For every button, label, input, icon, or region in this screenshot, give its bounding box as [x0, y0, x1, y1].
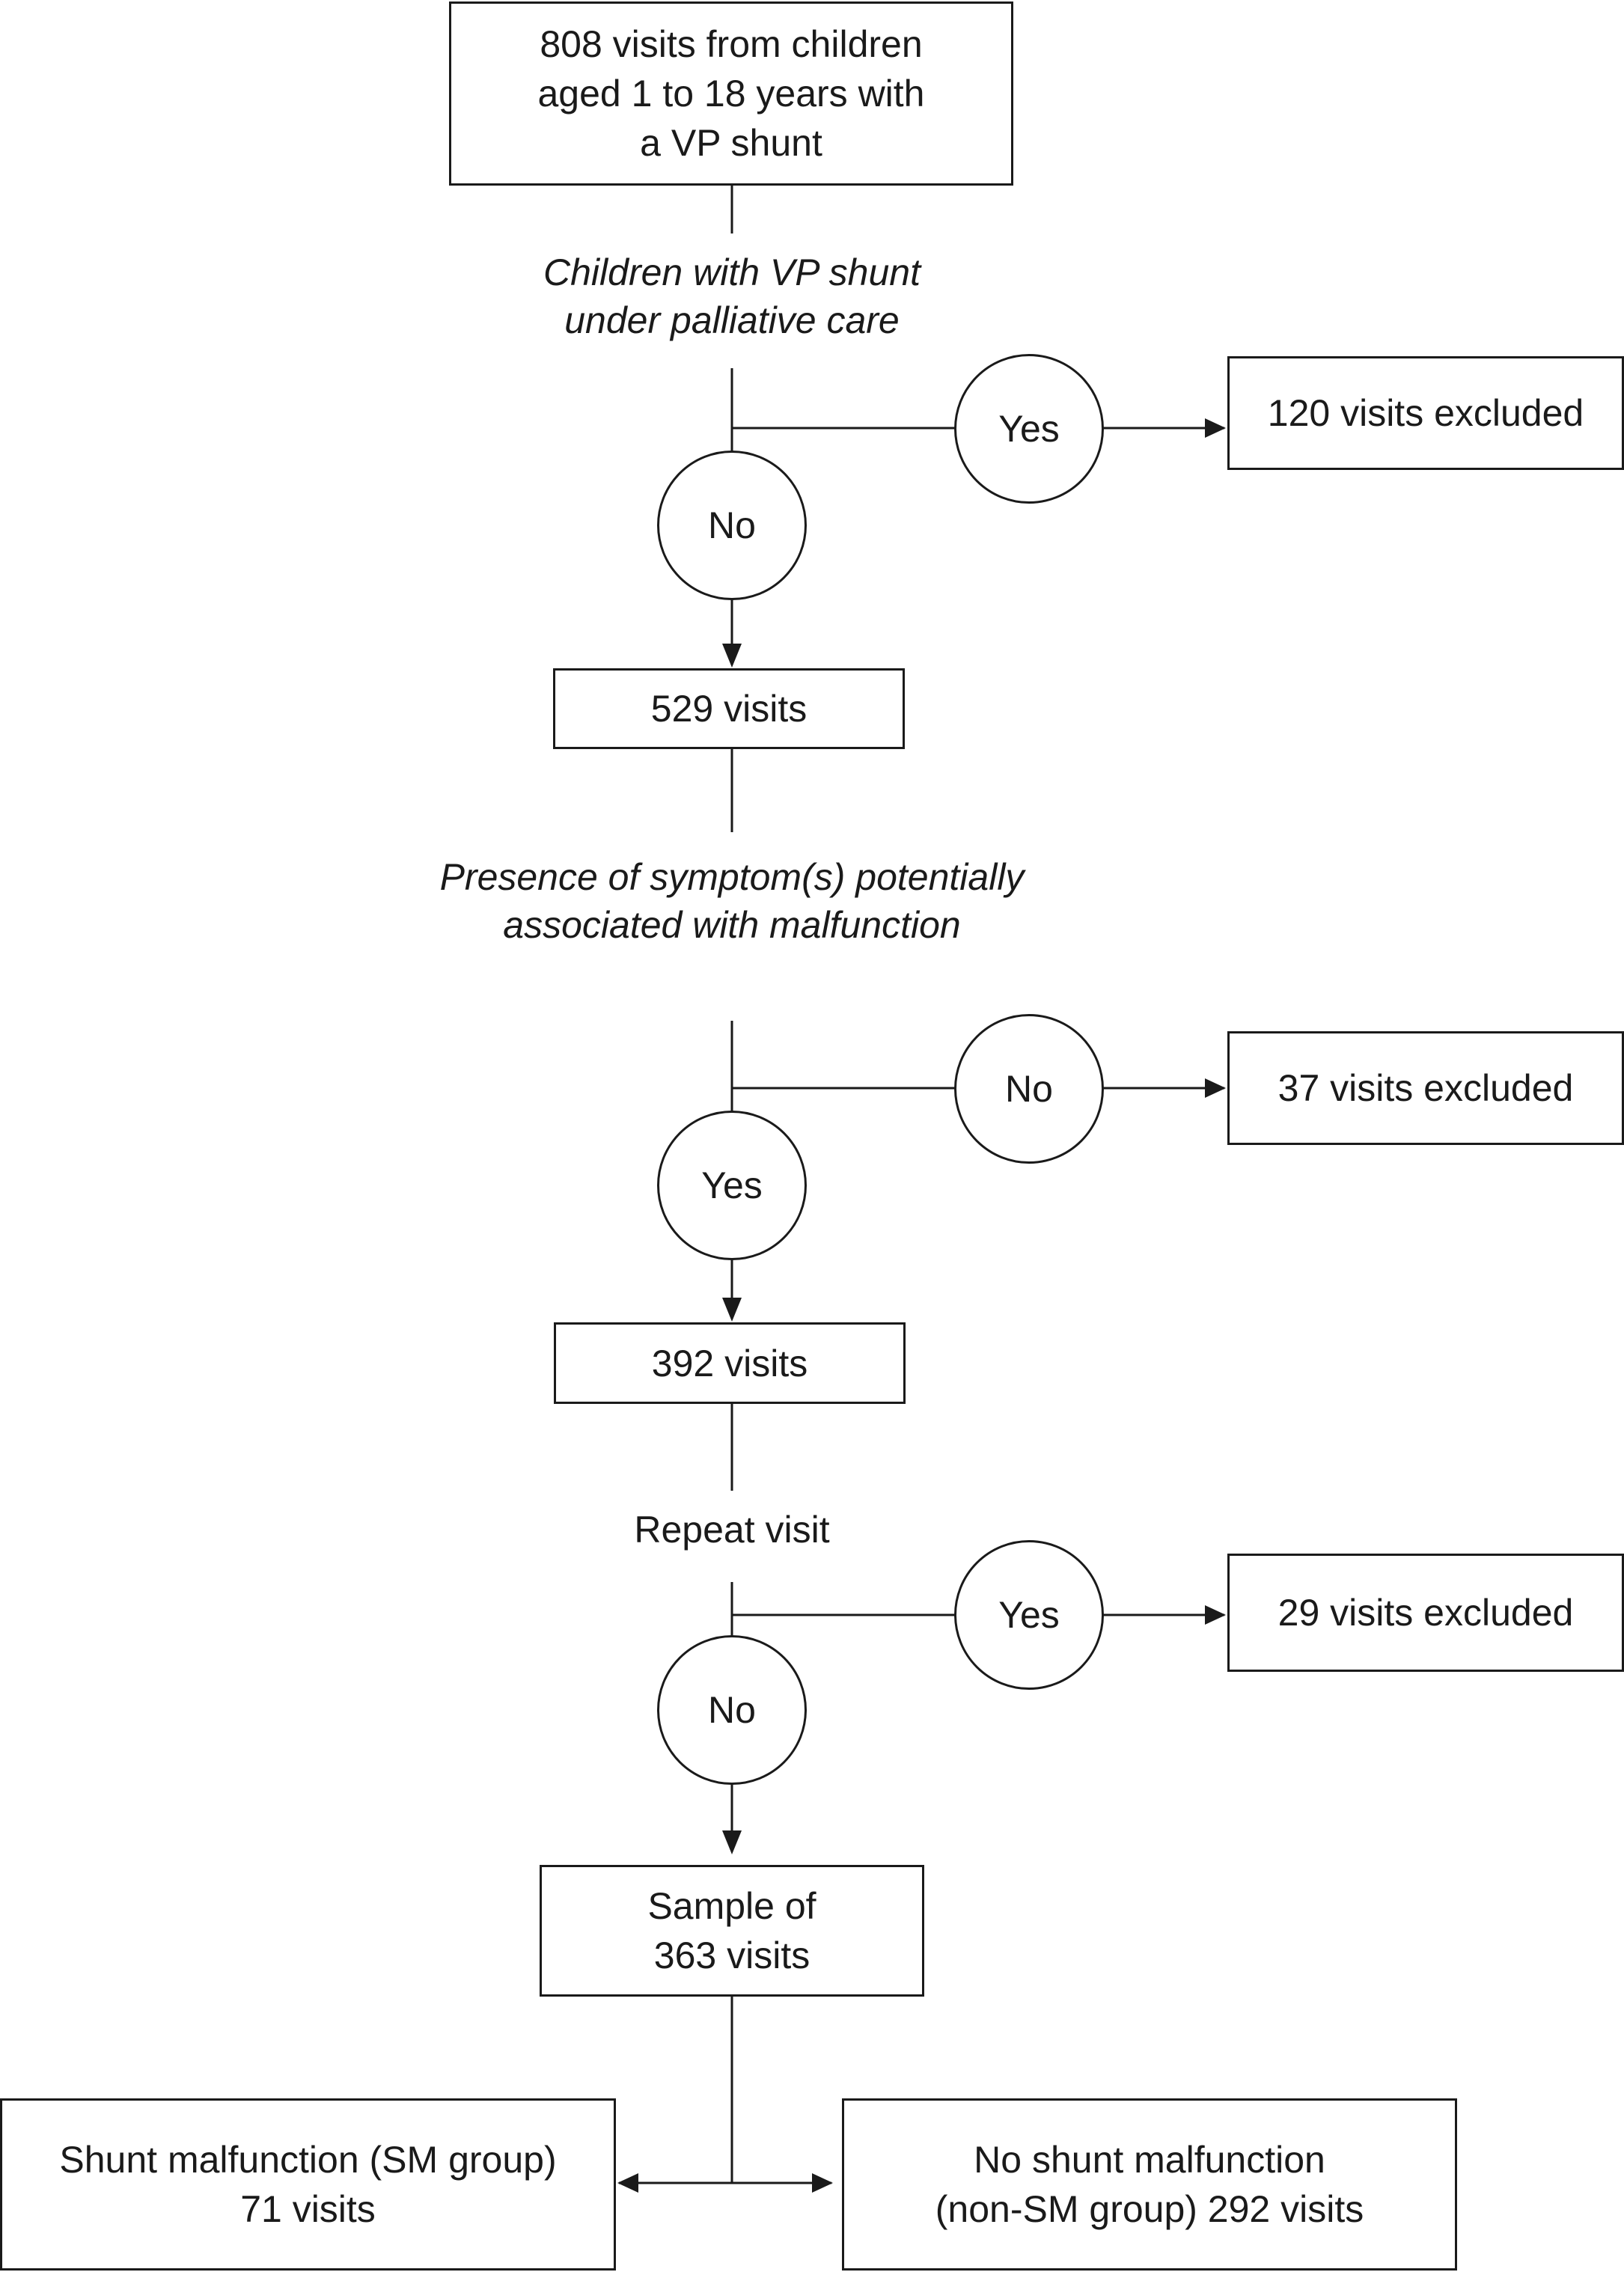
criteria-repeat-visit: Repeat visit — [507, 1506, 956, 1554]
start-line-1: 808 visits from children — [540, 23, 923, 65]
arrowhead-392 — [722, 1298, 742, 1322]
decision-no-label-2: No — [1005, 1068, 1053, 1110]
arrowhead-excluded2 — [1205, 1078, 1226, 1098]
decision-yes-circle-1: Yes — [954, 354, 1104, 504]
excluded-29-text: 29 visits excluded — [1277, 1592, 1574, 1634]
decision-yes-circle-3: Yes — [954, 1540, 1104, 1690]
sm-group-line-1: Shunt malfunction (SM group) — [59, 2139, 557, 2181]
arrowhead-529 — [722, 644, 742, 668]
decision-no-label-3: No — [708, 1689, 756, 1731]
arrowhead-excluded1 — [1205, 418, 1226, 438]
criteria-palliative-line-2: under palliative care — [564, 299, 900, 341]
decision-no-circle-2: No — [954, 1014, 1104, 1164]
start-box: 808 visits from children aged 1 to 18 ye… — [449, 1, 1013, 186]
decision-no-circle-1: No — [657, 451, 807, 600]
excluded-box-120: 120 visits excluded — [1227, 356, 1624, 470]
criteria-palliative-line-1: Children with VP shunt — [543, 251, 921, 293]
non-sm-group-box: No shunt malfunction (non-SM group) 292 … — [842, 2098, 1457, 2271]
arrowhead-sm-group — [617, 2173, 638, 2193]
decision-no-circle-3: No — [657, 1635, 807, 1785]
criteria-palliative: Children with VP shunt under palliative … — [433, 248, 1031, 344]
excluded-box-37: 37 visits excluded — [1227, 1031, 1624, 1145]
criteria-symptoms-line-2: associated with malfunction — [503, 904, 961, 946]
sample-box: Sample of 363 visits — [540, 1865, 924, 1997]
sample-line-2: 363 visits — [653, 1934, 811, 1976]
visits-392-text: 392 visits — [651, 1342, 808, 1384]
excluded-box-29: 29 visits excluded — [1227, 1554, 1624, 1672]
sm-group-box: Shunt malfunction (SM group) 71 visits — [0, 2098, 616, 2271]
visits-529-text: 529 visits — [650, 688, 808, 730]
start-line-2: aged 1 to 18 years with — [537, 73, 925, 114]
arrowhead-sample — [722, 1830, 742, 1854]
visits-box-529: 529 visits — [553, 668, 905, 749]
decision-yes-circle-2: Yes — [657, 1111, 807, 1260]
decision-yes-label-2: Yes — [701, 1164, 763, 1206]
arrowhead-excluded3 — [1205, 1605, 1226, 1625]
excluded-37-text: 37 visits excluded — [1277, 1067, 1574, 1109]
decision-yes-label-1: Yes — [998, 408, 1060, 450]
excluded-120-text: 120 visits excluded — [1267, 392, 1584, 434]
visits-box-392: 392 visits — [554, 1322, 906, 1404]
decision-yes-label-3: Yes — [998, 1594, 1060, 1636]
sample-line-1: Sample of — [647, 1885, 816, 1927]
criteria-symptoms-line-1: Presence of symptom(s) potentially — [439, 856, 1025, 898]
start-line-3: a VP shunt — [640, 122, 822, 164]
criteria-repeat-text: Repeat visit — [634, 1509, 830, 1551]
decision-no-label-1: No — [708, 504, 756, 546]
criteria-symptoms: Presence of symptom(s) potentially assoc… — [358, 853, 1106, 949]
non-sm-group-line-2: (non-SM group) 292 visits — [935, 2188, 1364, 2230]
sm-group-line-2: 71 visits — [240, 2188, 376, 2230]
non-sm-group-line-1: No shunt malfunction — [974, 2139, 1325, 2181]
arrowhead-non-sm-group — [812, 2173, 833, 2193]
